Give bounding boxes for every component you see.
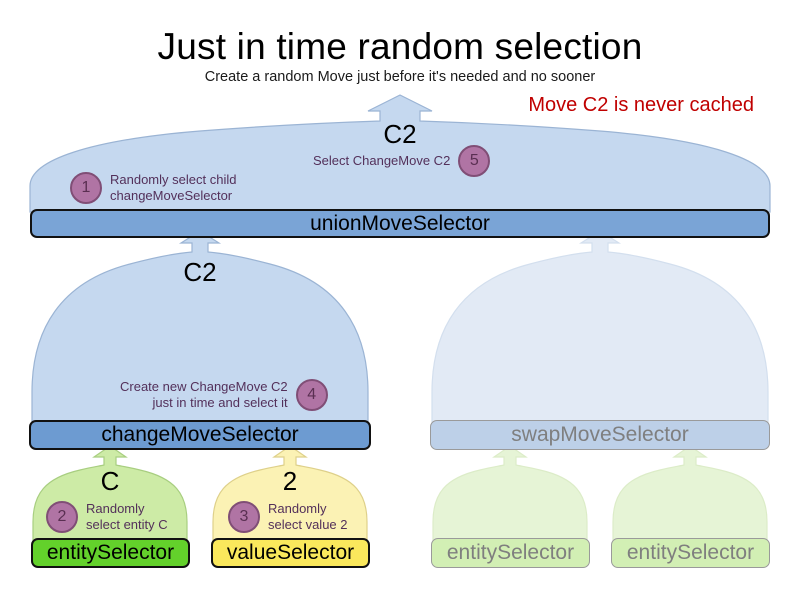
box-change-move-selector[interactable]: changeMoveSelector xyxy=(29,420,371,450)
box-union-move-selector[interactable]: unionMoveSelector xyxy=(30,209,770,238)
step-text-2-line1: Randomly xyxy=(86,501,145,516)
step-text-4-line2: just in time and select it xyxy=(152,395,288,410)
page-subtitle: Create a random Move just before it's ne… xyxy=(204,69,596,85)
note-never-cached: Move C2 is never cached xyxy=(528,94,754,116)
step-badge-5: 5 xyxy=(458,145,491,177)
step-text-3-line2: select value 2 xyxy=(268,517,348,532)
step-badge-4: 4 xyxy=(295,379,328,411)
box-entity-selector[interactable]: entitySelector xyxy=(31,538,190,568)
box-entity-selector-faded-1[interactable]: entitySelector xyxy=(431,538,590,568)
step-text-4-line1: Create new ChangeMove C2 xyxy=(120,379,288,394)
box-value-selector[interactable]: valueSelector xyxy=(211,538,370,568)
flow-label-value-2: 2 xyxy=(282,466,298,496)
step-annotation-2: 2 Randomly select entity C xyxy=(46,501,168,533)
step-text-1-line1: Randomly select child xyxy=(110,172,237,187)
step-annotation-4: Create new ChangeMove C2 just in time an… xyxy=(120,379,328,411)
step-annotation-3: 3 Randomly select value 2 xyxy=(228,501,348,533)
arrow-entity-faded-1-to-swap xyxy=(432,445,588,542)
step-text-1-line2: changeMoveSelector xyxy=(110,188,233,203)
step-badge-1: 1 xyxy=(70,172,102,204)
flow-label-top-c2: C2 xyxy=(383,119,417,149)
step-text-5: Select ChangeMove C2 xyxy=(313,153,450,169)
step-badge-2: 2 xyxy=(46,501,78,533)
step-text-5-line1: Select ChangeMove C2 xyxy=(313,153,451,168)
step-annotation-5: Select ChangeMove C2 5 xyxy=(313,145,491,177)
box-entity-selector-faded-2[interactable]: entitySelector xyxy=(611,538,770,568)
step-annotation-1: 1 Randomly select child changeMoveSelect… xyxy=(70,172,236,204)
step-badge-3: 3 xyxy=(228,501,260,533)
flow-label-entity-c: C xyxy=(100,466,120,496)
arrow-swap-to-union xyxy=(431,230,769,424)
step-text-3-line1: Randomly xyxy=(268,501,327,516)
arrow-union-to-top xyxy=(29,94,771,213)
step-text-2: Randomly select entity C xyxy=(86,501,168,533)
box-swap-move-selector[interactable]: swapMoveSelector xyxy=(430,420,770,450)
step-text-4: Create new ChangeMove C2 just in time an… xyxy=(120,379,288,411)
step-text-2-line2: select entity C xyxy=(86,517,168,532)
flow-label-change-c2: C2 xyxy=(183,257,217,287)
page-title: Just in time random selection xyxy=(157,26,643,67)
step-text-3: Randomly select value 2 xyxy=(268,501,348,533)
arrow-entity-faded-2-to-swap xyxy=(612,445,768,542)
step-text-1: Randomly select child changeMoveSelector xyxy=(110,172,236,204)
